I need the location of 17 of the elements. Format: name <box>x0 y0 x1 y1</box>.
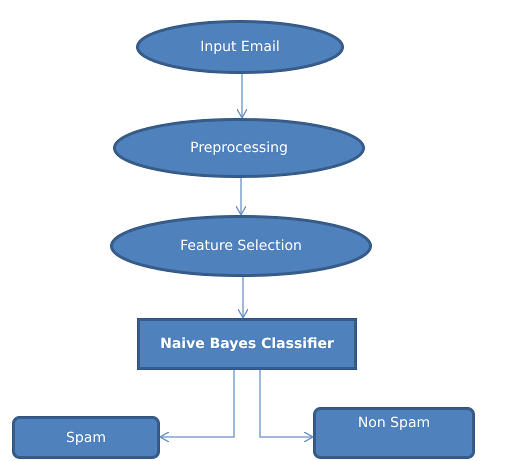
node-label: Naive Bayes Classifier <box>160 336 334 352</box>
process-box <box>12 416 160 459</box>
process-box <box>313 407 475 459</box>
process-ellipse <box>110 215 372 277</box>
node-label: Non Spam <box>358 415 430 431</box>
arrow <box>237 277 249 319</box>
node-label: Spam <box>66 430 106 446</box>
node-label: Input Email <box>200 39 280 55</box>
process-ellipse <box>136 20 344 74</box>
arrow <box>235 178 247 216</box>
node-label: Feature Selection <box>180 238 302 254</box>
process-box <box>137 318 357 370</box>
node-label: Preprocessing <box>190 140 288 156</box>
arrow <box>259 370 314 443</box>
arrow <box>159 370 235 443</box>
arrow <box>236 74 248 119</box>
process-ellipse <box>113 118 365 178</box>
